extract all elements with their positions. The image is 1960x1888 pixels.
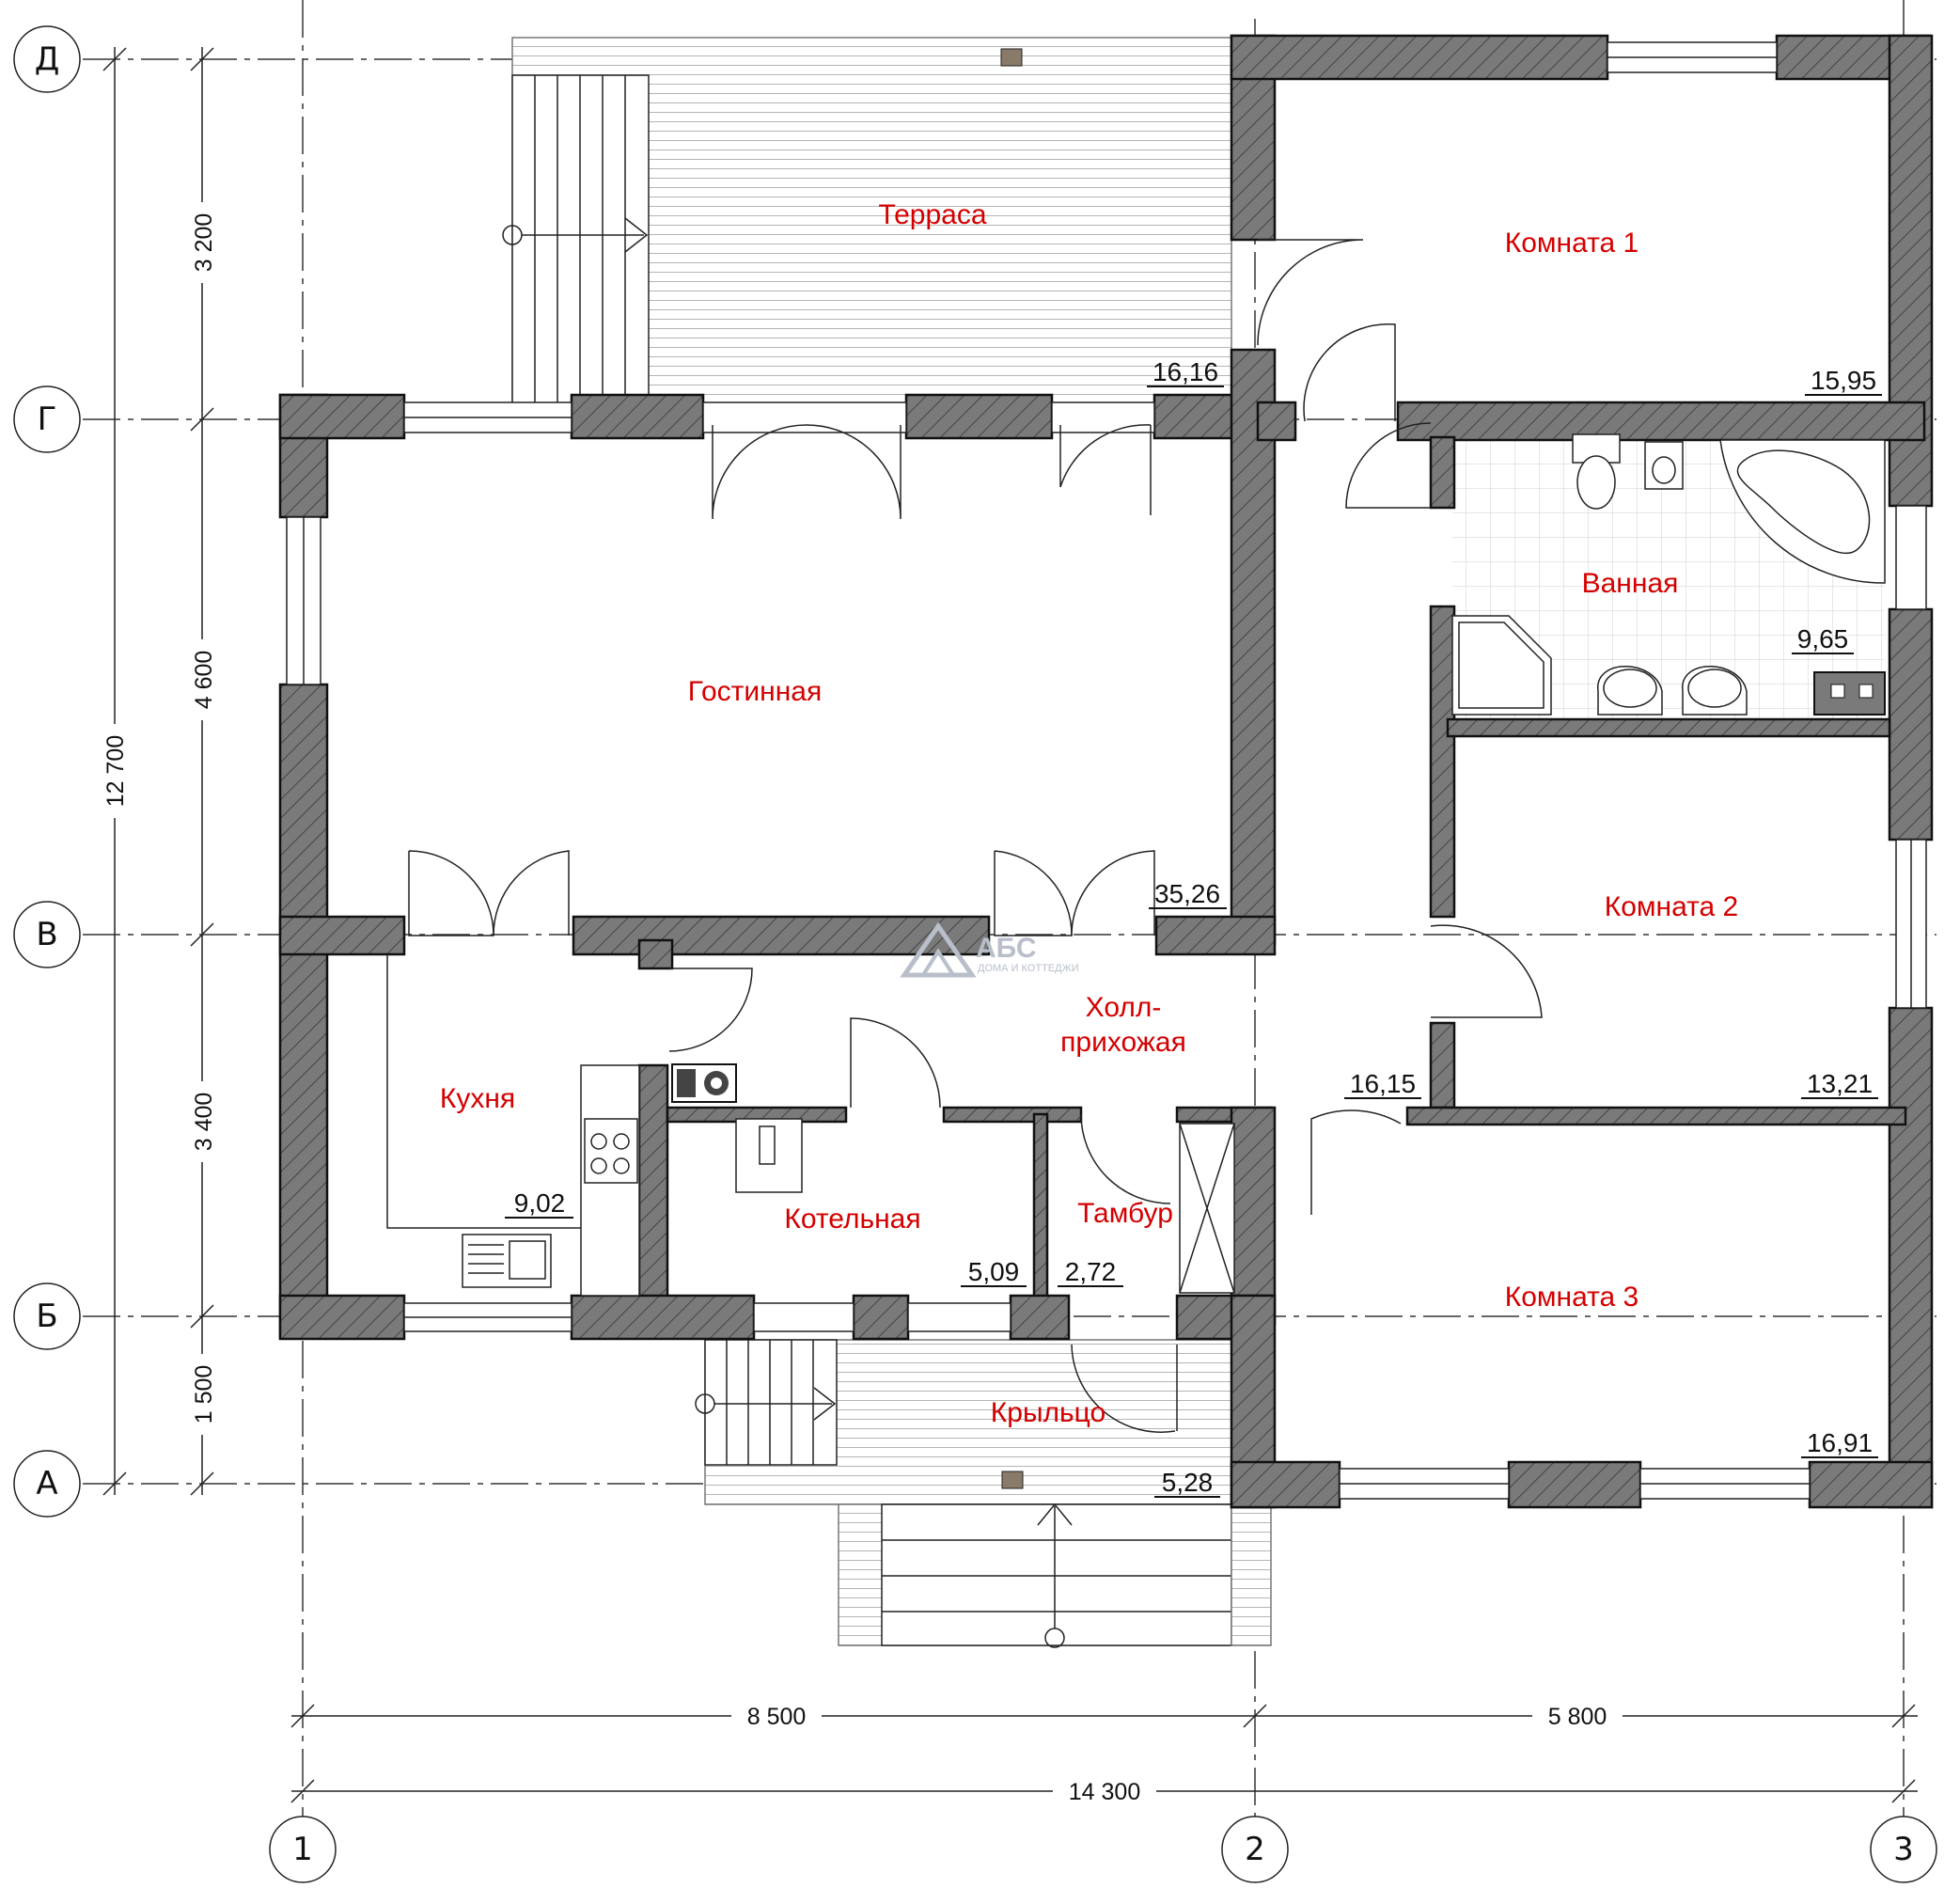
dim-vertical-4: 1 500 — [191, 1365, 217, 1424]
bathtub-icon — [1719, 439, 1886, 584]
company-logo: АБС ДОМА И КОТТЕДЖИ — [900, 921, 1079, 978]
axis-col-2: 2 — [1245, 1831, 1265, 1868]
room-labels: Терраса 16,16 Комната 1 15,95 Ванная 9,6… — [440, 199, 1876, 1497]
windows — [286, 41, 1927, 1500]
kitchen-label: Кухня — [440, 1083, 515, 1114]
bathroom-label: Ванная — [1582, 568, 1679, 599]
axis-row-A: А — [36, 1465, 57, 1503]
room3-label: Комната 3 — [1505, 1282, 1639, 1313]
vestibule-label: Тамбур — [1077, 1198, 1173, 1229]
axis-row-G: Г — [38, 401, 57, 438]
room2-label: Комната 2 — [1605, 891, 1739, 922]
hall-area: 16,15 — [1350, 1069, 1416, 1098]
dim-vertical-3: 3 400 — [191, 1093, 217, 1152]
dimension-lines — [86, 47, 1918, 1807]
bidet-icon — [1644, 441, 1684, 490]
hall-label-line2: прихожая — [1060, 1027, 1186, 1058]
kitchen-area: 9,02 — [514, 1188, 566, 1218]
boiler-icon — [671, 1063, 803, 1193]
axis-col-3: 3 — [1893, 1831, 1914, 1868]
room2-area: 13,21 — [1807, 1069, 1873, 1098]
dim-vertical-2: 4 600 — [191, 651, 217, 710]
axis-col-1: 1 — [292, 1831, 313, 1868]
boiler-label: Котельная — [784, 1204, 920, 1235]
porch-deck — [695, 1339, 1272, 1648]
shower-icon — [1451, 615, 1552, 716]
boiler-area: 5,09 — [968, 1257, 1020, 1286]
bathroom-area: 9,65 — [1797, 624, 1849, 653]
hall-label-line1: Холл- — [1086, 992, 1162, 1023]
room1-area: 15,95 — [1811, 366, 1876, 395]
logo-sub-text: ДОМА И КОТТЕДЖИ — [978, 963, 1079, 974]
living-label: Гостинная — [688, 676, 823, 707]
dim-horizontal-2: 5 800 — [1548, 1704, 1607, 1730]
axis-row-V: В — [36, 916, 57, 953]
living-area: 35,26 — [1154, 879, 1220, 908]
dim-vertical-total: 12 700 — [102, 735, 129, 807]
terrace-label: Терраса — [878, 199, 986, 230]
washer-icon — [1813, 671, 1886, 716]
axis-row-B: Б — [36, 1298, 57, 1335]
wardrobe-icon — [1179, 1123, 1235, 1294]
toilet-icon — [1572, 433, 1621, 510]
dim-vertical-1: 3 200 — [191, 213, 217, 273]
porch-area: 5,28 — [1162, 1468, 1214, 1497]
vestibule-area: 2,72 — [1065, 1257, 1117, 1286]
stove-icon — [584, 1118, 638, 1184]
dimension-labels: 12 700 3 200 4 600 3 400 1 500 8 500 5 8… — [102, 213, 1607, 1805]
axis-bubbles: Д Г В Б А 1 2 3 — [13, 25, 1937, 1883]
fixtures — [386, 433, 1886, 1297]
dim-horizontal-total: 14 300 — [1069, 1779, 1140, 1805]
room1-label: Комната 1 — [1505, 228, 1639, 259]
room3-area: 16,91 — [1807, 1428, 1873, 1457]
dim-horizontal-1: 8 500 — [747, 1704, 807, 1730]
area-underlines — [505, 385, 1882, 1498]
doors — [408, 239, 1543, 1433]
terrace-deck — [502, 37, 1232, 415]
terrace-area: 16,16 — [1152, 357, 1218, 386]
porch-label: Крыльцо — [991, 1397, 1105, 1428]
washbasin-icon — [1597, 666, 1748, 716]
walls — [278, 34, 1934, 1509]
sink-icon — [462, 1234, 552, 1288]
logo-main-text: АБС — [976, 933, 1037, 964]
axis-row-D: Д — [35, 40, 60, 78]
